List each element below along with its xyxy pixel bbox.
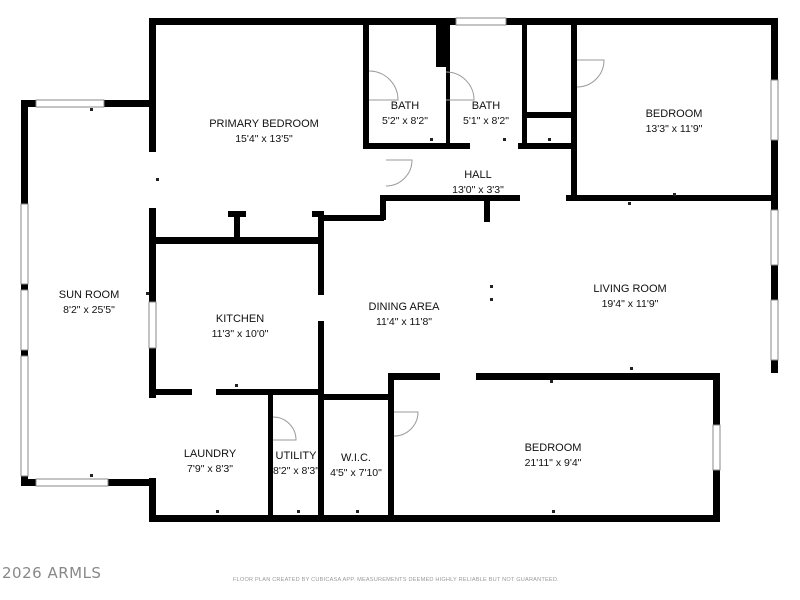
copyright-watermark: 2026 ARMLS	[2, 564, 101, 582]
hall-name: HALL	[464, 169, 492, 181]
sun-room-name: SUN ROOM	[59, 289, 120, 301]
laundry-name: LAUNDRY	[184, 448, 237, 460]
room-labels: PRIMARY BEDROOM 15'4" x 13'5" BATH 5'2" …	[59, 100, 703, 479]
kitchen-dims: 11'3" x 10'0"	[212, 328, 269, 340]
utility-name: UTILITY	[276, 450, 318, 462]
disclaimer-text: FLOOR PLAN CREATED BY CUBICASA APP. MEAS…	[233, 577, 559, 583]
door-swings	[272, 59, 605, 441]
bedroom-s-name: BEDROOM	[525, 442, 582, 454]
bedroom-ne-dims: 13'3" x 11'9"	[646, 123, 703, 135]
kitchen-name: KITCHEN	[216, 313, 264, 325]
wic-name: W.I.C.	[341, 452, 371, 464]
bath-1-name: BATH	[391, 100, 420, 112]
primary-bedroom-dims: 15'4" x 13'5"	[235, 133, 293, 145]
measurement-ticks	[90, 108, 676, 513]
bedroom-ne-name: BEDROOM	[646, 108, 703, 120]
bath-2-dims: 5'1" x 8'2"	[463, 115, 509, 127]
laundry-dims: 7'9" x 8'3"	[187, 463, 233, 475]
living-room-dims: 19'4" x 11'9"	[602, 298, 659, 310]
windows	[20, 17, 779, 487]
openings	[149, 143, 778, 478]
living-room-name: LIVING ROOM	[593, 283, 666, 295]
hall-dims: 13'0" x 3'3"	[452, 184, 504, 196]
bedroom-s-dims: 21'11" x 9'4"	[525, 457, 582, 469]
dining-area-dims: 11'4" x 11'8"	[376, 316, 432, 328]
primary-bedroom-name: PRIMARY BEDROOM	[209, 118, 319, 130]
wic-dims: 4'5" x 7'10"	[330, 467, 382, 479]
sun-room-dims: 8'2" x 25'5"	[63, 304, 115, 316]
bath-1-dims: 5'2" x 8'2"	[382, 115, 428, 127]
walls	[21, 18, 778, 522]
dining-area-name: DINING AREA	[369, 301, 441, 313]
bath-2-name: BATH	[472, 100, 501, 112]
utility-dims: 8'2" x 8'3"	[273, 465, 319, 477]
